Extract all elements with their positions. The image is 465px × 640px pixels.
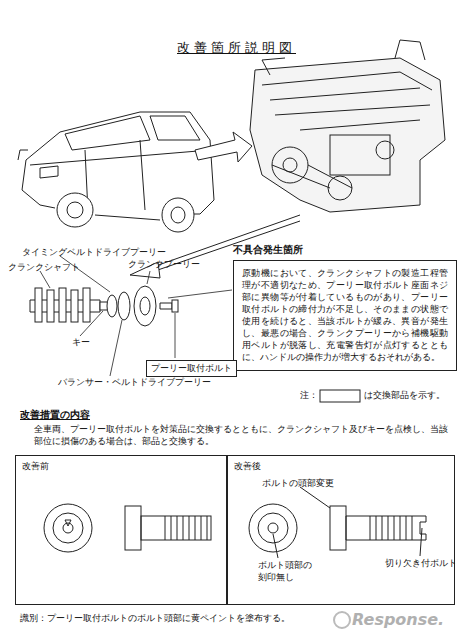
title: 改善箇所説明図	[4, 40, 465, 57]
watermark: Response.	[352, 610, 444, 631]
note: 注：	[300, 390, 318, 402]
watermark-logo	[334, 612, 350, 628]
defect-box: 不具合発生箇所原動機において、クランクシャフトの製造工程管理が不適切なため、プー…	[233, 243, 457, 373]
engine	[250, 40, 445, 212]
section-heading: 改善措置の内容	[20, 408, 90, 421]
part-label: タイミングベルトドライブプーリー	[22, 247, 166, 259]
callout: ボルトの頭部変更	[262, 478, 334, 490]
bolt-after	[249, 487, 426, 558]
callout: 切り欠き付ボルト	[385, 558, 457, 570]
comparison-panel: 改善後	[227, 455, 455, 605]
comparison-panel: 改善前	[15, 455, 227, 605]
note: 識別：プーリー取付ボルトのボルト頭部に黄ペイントを塗布する。	[20, 613, 290, 625]
part-label: クランクプーリー	[128, 259, 200, 271]
node-text: 改善前	[16, 456, 226, 476]
node-text: 改善後	[228, 456, 454, 476]
minivan	[18, 112, 214, 232]
arrow	[195, 132, 252, 162]
callout: ボルト頭部の 刻印無し	[258, 560, 316, 583]
part-label: バランサー・ベルトドライブプーリー	[58, 377, 211, 389]
note-box	[320, 390, 360, 402]
part-label: キー	[72, 337, 90, 349]
body-text: 全車両、プーリー取付ボルトを対策品に交換するとともに、クランクシャフト及びキーを…	[34, 424, 449, 447]
crankshaft-assembly	[30, 286, 178, 326]
note: は交換部品を示す。	[364, 390, 445, 402]
part-label: クランクシャフト	[8, 262, 80, 274]
bolt-before	[44, 504, 211, 552]
heading: 不具合発生箇所	[233, 243, 457, 257]
node-text: 原動機において、クランクシャフトの製造工程管理が不適切なため、プーリー取付ボルト…	[233, 260, 457, 371]
node-text: プーリー取付ボルト	[147, 361, 236, 375]
part-box: プーリー取付ボルト	[146, 360, 237, 377]
